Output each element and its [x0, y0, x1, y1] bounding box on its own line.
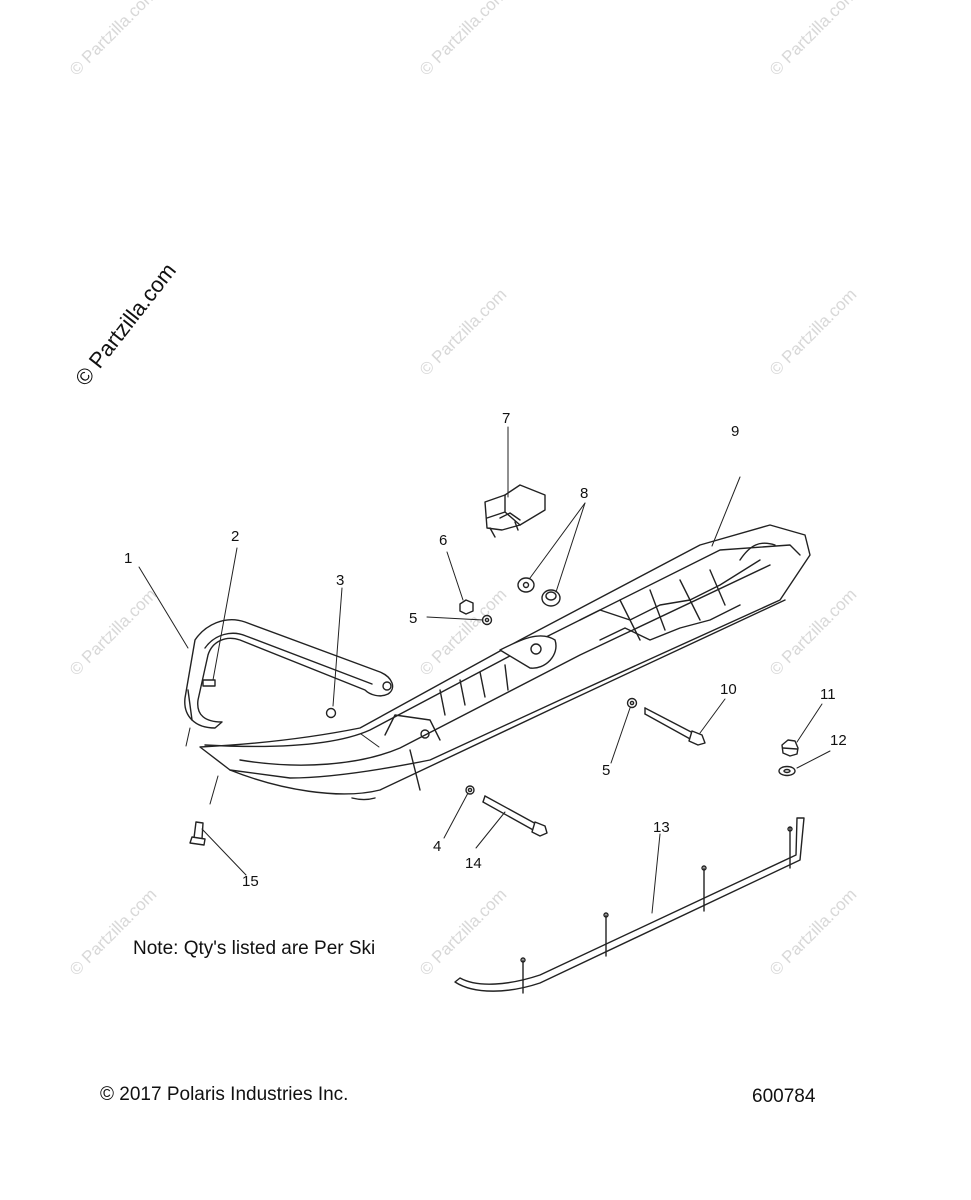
washer-part — [465, 785, 475, 795]
callout-15: 15 — [242, 873, 259, 890]
callout-5b: 5 — [602, 762, 611, 779]
bolt-part — [644, 707, 706, 746]
callout-6: 6 — [439, 532, 448, 549]
ski-body — [199, 524, 811, 801]
callout-9: 9 — [731, 423, 740, 440]
washer-part — [778, 765, 796, 777]
bumper-part — [484, 484, 546, 538]
callout-12: 12 — [830, 732, 847, 749]
copyright-text: © 2017 Polaris Industries Inc. — [100, 1084, 349, 1105]
washer-part — [481, 614, 493, 626]
callout-2: 2 — [231, 528, 240, 545]
clip-part — [202, 679, 216, 687]
callout-1: 1 — [124, 550, 133, 567]
callout-4: 4 — [433, 838, 442, 855]
washer-part — [626, 697, 638, 709]
callout-7: 7 — [502, 410, 511, 427]
wear-bar-part — [454, 817, 805, 994]
callout-10: 10 — [720, 681, 737, 698]
callout-8: 8 — [580, 485, 589, 502]
callout-3: 3 — [336, 572, 345, 589]
quantity-note: Note: Qty's listed are Per Ski — [133, 938, 376, 959]
bolt-part — [482, 795, 548, 837]
callout-11: 11 — [820, 686, 836, 703]
nut-part — [325, 707, 337, 719]
ski-loop-handle — [184, 619, 394, 729]
leader-lines — [138, 426, 831, 914]
locknut-part — [781, 739, 799, 757]
callout-14: 14 — [465, 855, 482, 872]
callout-5a: 5 — [409, 610, 418, 627]
nut-part — [459, 599, 474, 615]
diagram-id: 600784 — [752, 1086, 816, 1107]
rivet-part — [189, 821, 206, 846]
bushing-part — [517, 577, 535, 593]
callout-13: 13 — [653, 819, 670, 836]
